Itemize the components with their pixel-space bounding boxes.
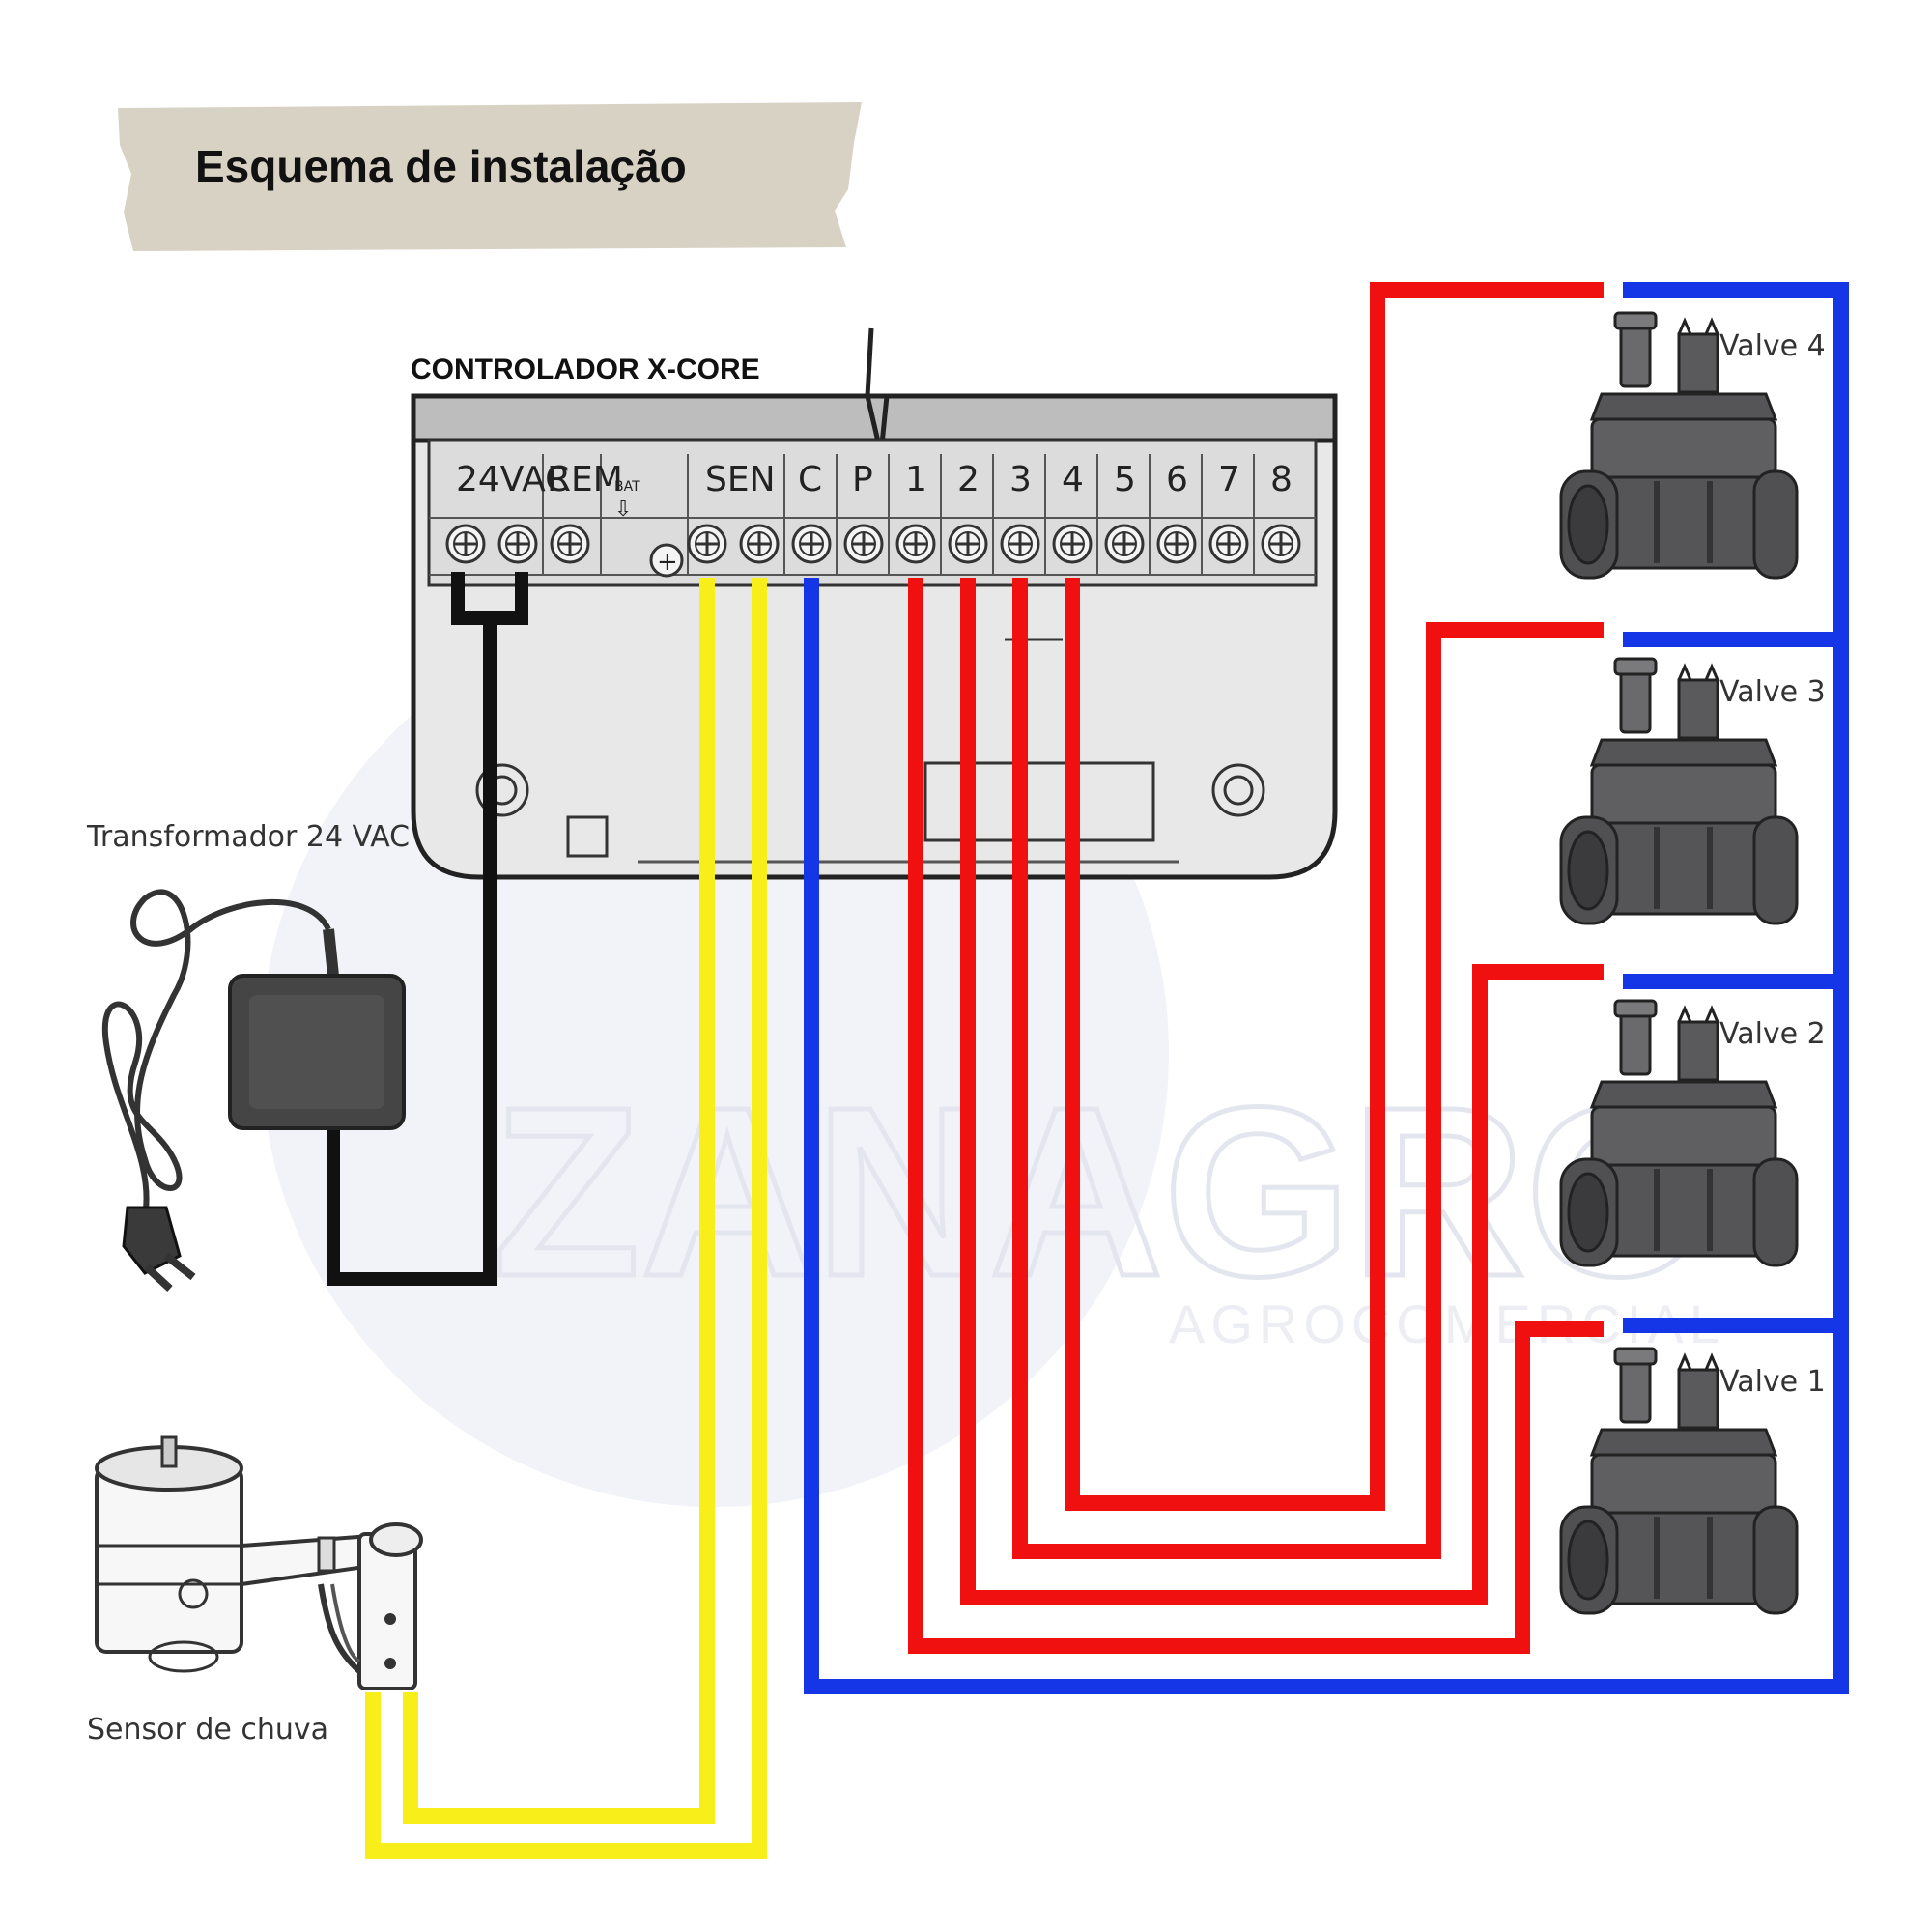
valves: Valve 4 Valve 3 Valve 2 Valve 1 bbox=[1561, 313, 1826, 1613]
valve-2: Valve 2 bbox=[1561, 1001, 1826, 1265]
valve-label-3: Valve 3 bbox=[1719, 675, 1826, 709]
terminal-label-bat: BAT bbox=[614, 479, 640, 495]
transformer: Transformador 24 VAC bbox=[86, 820, 410, 1292]
terminal-label-zone-3: 3 bbox=[1009, 460, 1032, 499]
terminal-label-24vac: 24VAC bbox=[456, 460, 569, 499]
wire-sensor-2 bbox=[365, 578, 767, 1859]
page-title: Esquema de instalação bbox=[195, 141, 687, 191]
terminal-label-zone-6: 6 bbox=[1166, 460, 1188, 499]
terminal-label-sen: SEN bbox=[705, 460, 776, 499]
wires bbox=[327, 282, 1849, 1859]
terminal-label-p: P bbox=[852, 460, 873, 499]
wire-sensor-1 bbox=[403, 578, 715, 1824]
title-tape: Esquema de instalação bbox=[118, 102, 862, 251]
terminal-label-rem: REM bbox=[547, 460, 623, 499]
terminal-label-c: C bbox=[798, 460, 822, 499]
valve-1: Valve 1 bbox=[1561, 1349, 1826, 1613]
transformer-cord bbox=[101, 889, 331, 1218]
valve-label-4: Valve 4 bbox=[1719, 329, 1826, 363]
watermark-brand: ZANAGRO bbox=[493, 1057, 1714, 1326]
valve-4: Valve 4 bbox=[1561, 313, 1826, 578]
terminal-label-zone-7: 7 bbox=[1218, 460, 1240, 499]
valve-label-2: Valve 2 bbox=[1719, 1017, 1826, 1051]
valve-3: Valve 3 bbox=[1561, 659, 1826, 923]
svg-text:+: + bbox=[657, 548, 678, 577]
valve-label-1: Valve 1 bbox=[1719, 1365, 1826, 1399]
terminal-label-zone-8: 8 bbox=[1270, 460, 1293, 499]
transformer-label: Transformador 24 VAC bbox=[86, 820, 410, 854]
wire-zone-2 bbox=[960, 578, 1604, 1605]
rain-sensor: Sensor de chuva bbox=[87, 1435, 423, 1747]
wire-power bbox=[327, 572, 528, 1286]
terminal-label-zone-4: 4 bbox=[1062, 460, 1084, 499]
wire-zone-4 bbox=[1065, 282, 1604, 1511]
terminal-screws: + bbox=[445, 524, 1301, 578]
wire-zone-1 bbox=[908, 578, 1604, 1654]
terminal-label-zone-5: 5 bbox=[1114, 460, 1136, 499]
tape-strip bbox=[118, 102, 862, 251]
controller-title: CONTROLADOR X-CORE bbox=[411, 354, 760, 385]
rain-sensor-label: Sensor de chuva bbox=[87, 1713, 328, 1747]
controller: CONTROLADOR X-CORE 24VAC REM bbox=[411, 327, 1338, 880]
terminal-label-zone-2: 2 bbox=[957, 460, 980, 499]
wire-zone-3 bbox=[1012, 578, 1604, 1559]
svg-text:⇩: ⇩ bbox=[614, 497, 632, 522]
wire-common bbox=[804, 282, 1849, 1694]
terminal-label-zone-1: 1 bbox=[905, 460, 927, 499]
